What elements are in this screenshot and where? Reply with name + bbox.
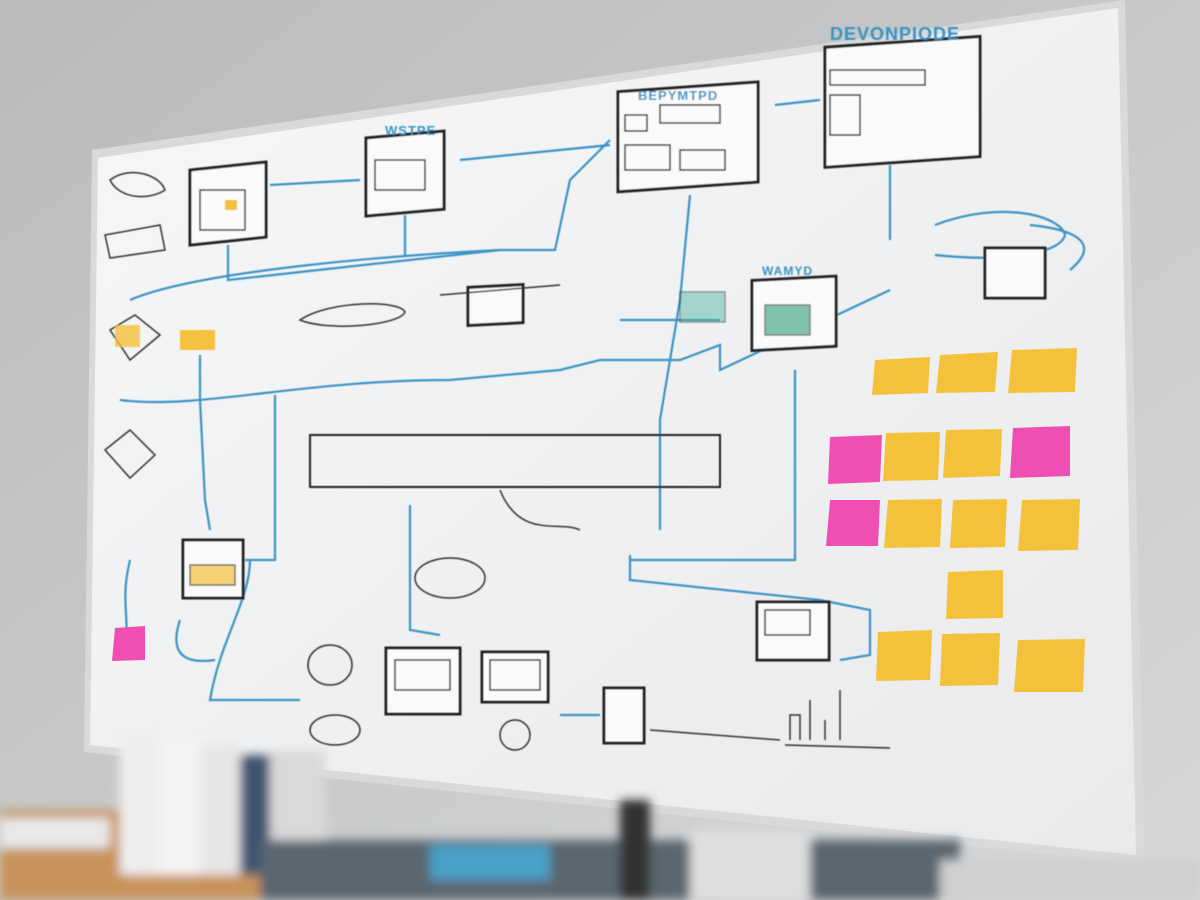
whiteboard-surface <box>90 8 1136 855</box>
sticky-note <box>112 626 145 661</box>
diagram-boxes <box>181 34 1047 745</box>
label-wstpe: WSTPE <box>385 123 436 138</box>
sticky-note <box>936 352 998 393</box>
foreground-desk <box>0 735 1200 900</box>
sticky-note <box>940 633 1000 686</box>
sticky-note <box>828 435 882 484</box>
sticky-notes <box>112 348 1085 692</box>
sticky-note <box>1014 639 1085 692</box>
diagram-details <box>103 69 926 751</box>
connector-lines <box>119 98 1085 717</box>
sticky-note <box>876 630 932 681</box>
sticky-note <box>1010 426 1070 478</box>
sticky-note <box>946 570 1003 619</box>
sticky-note <box>883 432 940 481</box>
sticky-note <box>884 499 942 548</box>
yellow-accents <box>115 200 237 350</box>
label-wamyd: WAMYD <box>762 264 813 278</box>
sticky-note <box>943 429 1002 478</box>
label-bepymtpd: BEPYMTPD <box>638 88 718 103</box>
sticky-note <box>872 357 930 395</box>
sticky-note <box>826 500 880 546</box>
label-devonpiode: DEVONPIODE <box>830 24 960 44</box>
sticky-note <box>1008 348 1077 393</box>
sticky-note <box>1018 499 1080 551</box>
sticky-note <box>950 499 1007 548</box>
